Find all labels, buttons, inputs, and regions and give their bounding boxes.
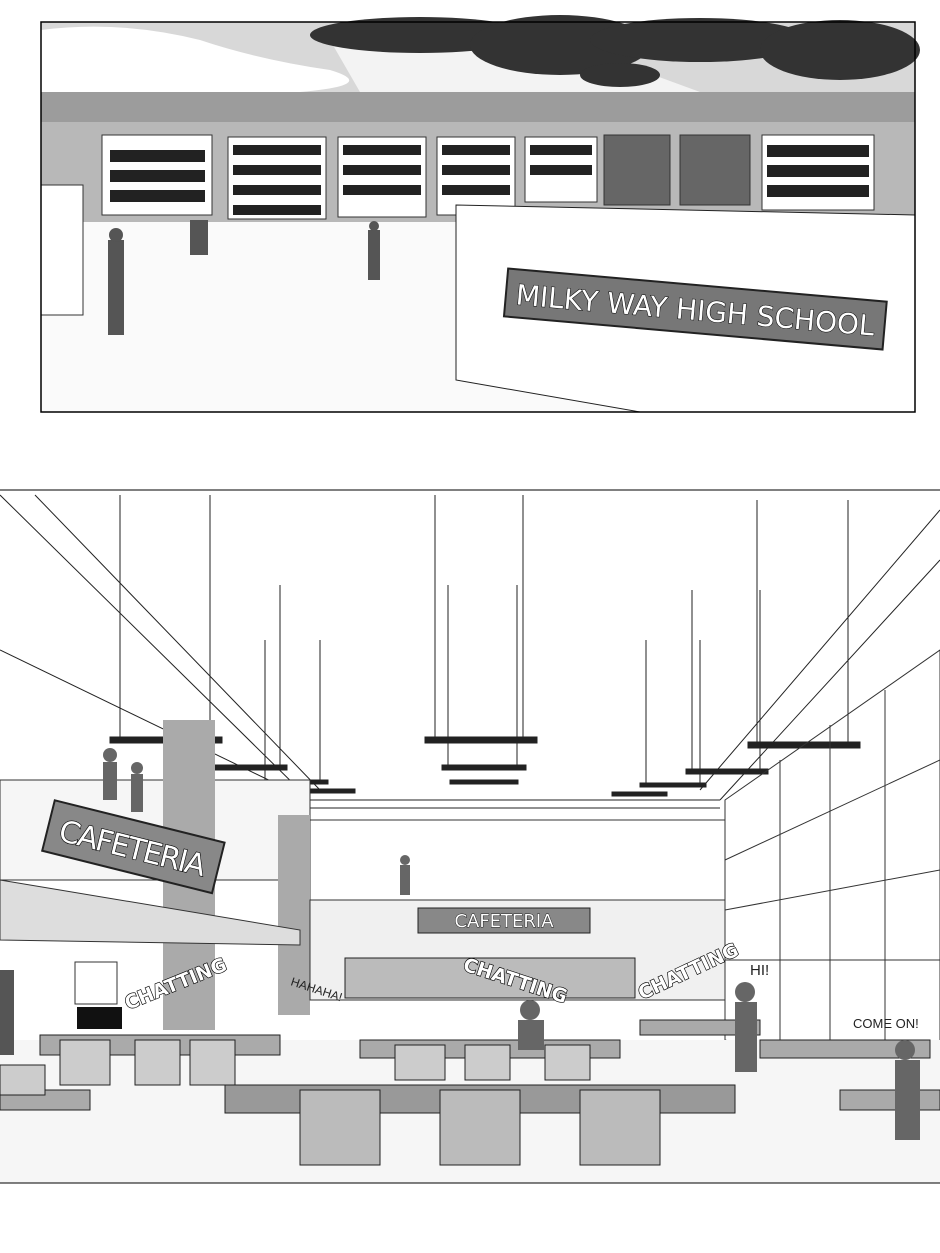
panel-cafeteria: CAFETERIA CAFETERIA [0,489,940,1184]
students [108,220,380,335]
sfx-hi: HI! [750,962,769,979]
panel-school-exterior: MILKY WAY HIGH SCHOOL [40,15,920,413]
tree-foliage [310,15,920,87]
upper-balcony [309,819,726,901]
pillar [278,815,310,1015]
clouds [41,26,350,93]
ceiling-perspective-lines [0,494,940,809]
students-cafeteria [0,748,920,1140]
slatted-awning [0,879,301,946]
serving-counter [344,957,636,999]
tables-and-chairs [0,1019,940,1166]
cafeteria-sign-center-text: CAFETERIA [454,911,554,932]
cafeteria-sign-center [417,907,591,934]
school-name-sign: MILKY WAY HIGH SCHOOL [502,267,888,351]
window-grid [724,649,940,1101]
panel-1-border [40,21,916,413]
sfx-come-on: COME ON! [853,1016,919,1031]
